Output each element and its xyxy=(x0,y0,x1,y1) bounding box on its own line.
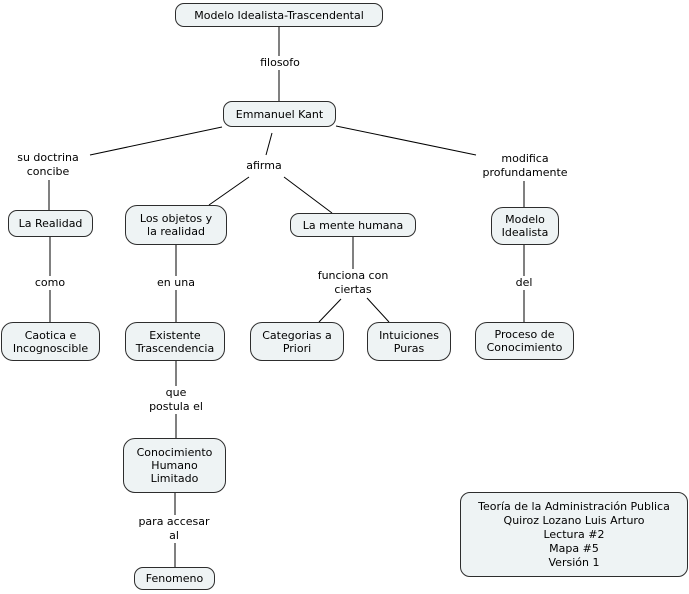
edge-line xyxy=(366,297,390,323)
concept-node-la-realidad[interactable]: La Realidad xyxy=(8,210,93,237)
linking-phrase-su-doctrina-concibe[interactable]: su doctrina concibe xyxy=(15,151,81,179)
linking-phrase-afirma[interactable]: afirma xyxy=(244,159,284,173)
info-line-map: Mapa #5 xyxy=(549,541,599,555)
concept-node-caotica-e-incognoscible[interactable]: Caotica e Incognoscible xyxy=(1,322,100,361)
info-line-lecture: Lectura #2 xyxy=(543,527,605,541)
info-line-author: Quiroz Lozano Luis Arturo xyxy=(503,513,645,527)
linking-phrase-funciona-con-ciertas[interactable]: funciona con ciertas xyxy=(315,269,391,297)
linking-phrase-que-postula-el[interactable]: que postula el xyxy=(147,386,205,414)
edge-line xyxy=(283,176,333,214)
concept-node-existente-trascendencia[interactable]: Existente Trascendencia xyxy=(125,322,225,361)
info-line-version: Versión 1 xyxy=(548,555,600,569)
linking-phrase-del[interactable]: del xyxy=(513,276,535,290)
linking-phrase-en-una[interactable]: en una xyxy=(155,276,197,290)
edge-line xyxy=(208,176,250,206)
edge-line xyxy=(335,125,477,156)
info-box[interactable]: Teoría de la Administración Publica Quir… xyxy=(460,492,688,577)
linking-phrase-filosofo[interactable]: filosofo xyxy=(258,56,302,70)
concept-node-modelo-idealista-trascendental[interactable]: Modelo Idealista-Trascendental xyxy=(175,3,383,27)
concept-node-conocimiento-humano-limitado[interactable]: Conocimiento Humano Limitado xyxy=(123,438,226,493)
concept-node-fenomeno[interactable]: Fenomeno xyxy=(134,567,215,590)
edge-line xyxy=(265,132,273,156)
concept-node-modelo-idealista[interactable]: Modelo Idealista xyxy=(491,207,559,245)
edge-line xyxy=(318,298,342,323)
concept-node-emmanuel-kant[interactable]: Emmanuel Kant xyxy=(223,101,336,127)
concept-node-la-mente-humana[interactable]: La mente humana xyxy=(290,213,416,237)
concept-node-proceso-de-conocimiento[interactable]: Proceso de Conocimiento xyxy=(475,322,574,360)
linking-phrase-para-accesar-al[interactable]: para accesar al xyxy=(136,515,212,543)
concept-node-categorias-a-priori[interactable]: Categorias a Priori xyxy=(250,322,344,361)
edge-line xyxy=(89,126,223,156)
concept-node-los-objetos-y-la-realidad[interactable]: Los objetos y la realidad xyxy=(125,205,227,245)
concept-node-intuiciones-puras[interactable]: Intuiciones Puras xyxy=(367,322,451,361)
linking-phrase-modifica-profundamente[interactable]: modifica profundamente xyxy=(480,152,570,180)
info-line-course: Teoría de la Administración Publica xyxy=(478,499,670,513)
linking-phrase-como[interactable]: como xyxy=(32,276,68,290)
